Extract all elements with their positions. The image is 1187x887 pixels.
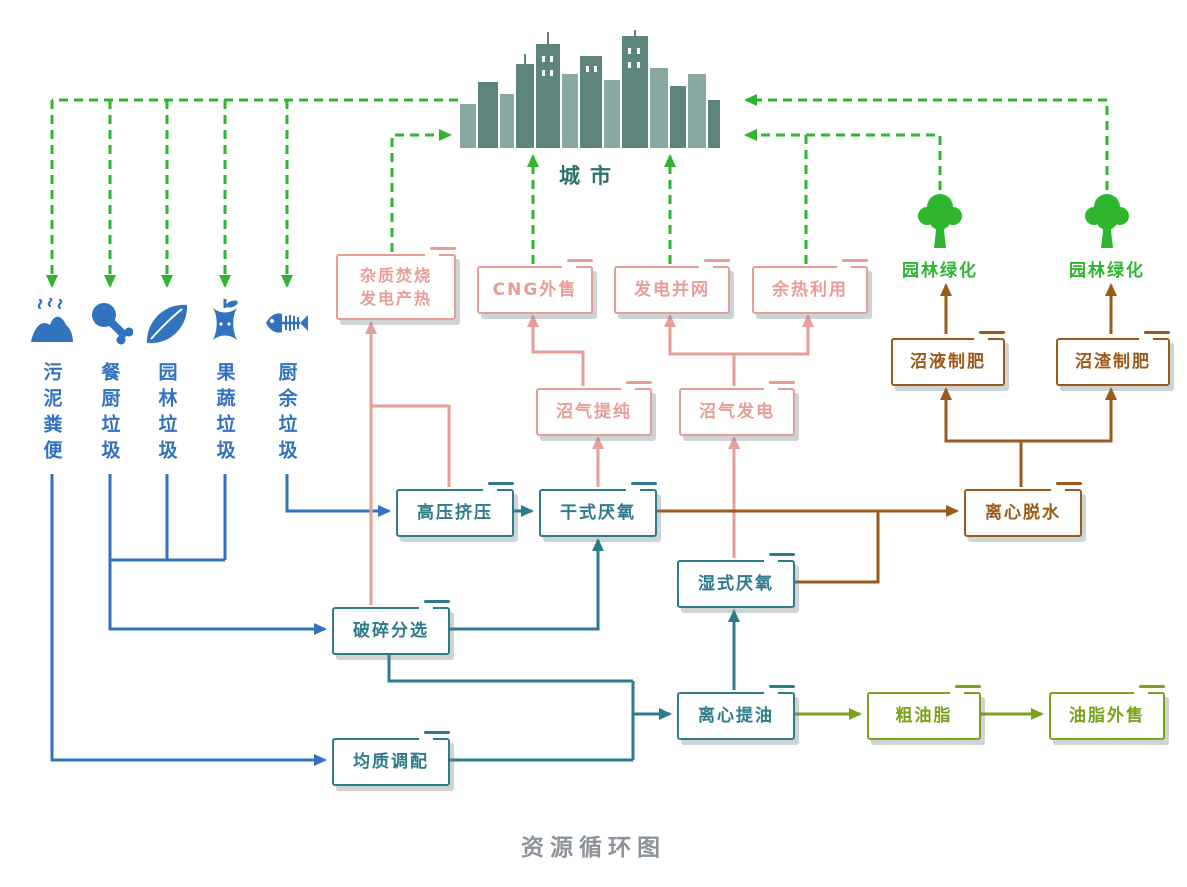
leaf-icon: [146, 304, 188, 344]
node-biogas-power: 沼气发电: [679, 381, 795, 436]
node-centrifugal-dewatering: 离心脱水: [964, 482, 1082, 537]
city-recycle-dashed-arrows: [46, 94, 1109, 288]
node-crush-sorting: 破碎分选: [332, 600, 450, 655]
node-residue-fertilizer: 沼渣制肥: [1056, 331, 1170, 386]
apple-core-icon: [213, 299, 238, 340]
source-label: 果蔬垃圾: [213, 362, 236, 466]
node-oil-extraction: 离心提油: [677, 685, 795, 740]
node-oil-sale: 油脂外售: [1049, 685, 1165, 740]
node-waste-heat: 余热利用: [752, 259, 868, 314]
diagram-title: 资源循环图: [521, 835, 666, 861]
sludge-pile-icon: [31, 298, 73, 342]
source-produce-waste: 果蔬垃圾: [195, 298, 255, 466]
node-wet-anaerobic: 湿式厌氧: [677, 553, 795, 608]
fertilizer-arrows: [655, 283, 1117, 584]
greening-tree-1: 园林绿化: [892, 192, 988, 281]
greening-tree-2: 园林绿化: [1059, 192, 1155, 281]
greening-label: 园林绿化: [902, 261, 978, 281]
source-label: 园林垃圾: [155, 362, 178, 466]
node-liquid-fertilizer: 沼液制肥: [891, 331, 1005, 386]
source-label: 污泥粪便: [40, 362, 63, 466]
source-feed-arrows: [50, 474, 391, 766]
source-food-scraps: 厨余垃圾: [257, 298, 317, 466]
city-skyline-icon: [460, 30, 720, 148]
source-sludge: 污泥粪便: [22, 298, 82, 466]
node-dry-anaerobic: 干式厌氧: [539, 482, 657, 537]
process-arrows: [387, 505, 740, 762]
node-high-pressure-squeeze: 高压挤压: [396, 482, 514, 537]
drumstick-icon: [92, 303, 133, 345]
node-crude-oil: 粗油脂: [867, 685, 981, 740]
node-grid-connection: 发电并网: [614, 259, 730, 314]
source-label: 厨余垃圾: [275, 362, 298, 466]
energy-output-arrows: [365, 314, 814, 605]
tree-icon: [918, 194, 962, 248]
source-garden-waste: 园林垃圾: [137, 298, 197, 466]
node-impurity-incineration: 杂质焚烧 发电产热: [336, 247, 456, 320]
node-cng-sale: CNG外售: [477, 259, 593, 314]
city-node: 城市: [458, 30, 722, 190]
source-label: 餐厨垃圾: [98, 362, 121, 466]
source-kitchen-waste: 餐厨垃圾: [80, 298, 140, 466]
city-label: 城市: [559, 164, 621, 188]
node-homogenization: 均质调配: [332, 731, 450, 786]
greening-label: 园林绿化: [1069, 261, 1145, 281]
node-biogas-purification: 沼气提纯: [536, 381, 652, 436]
fishbone-icon: [266, 313, 308, 333]
tree-icon: [1085, 194, 1129, 248]
